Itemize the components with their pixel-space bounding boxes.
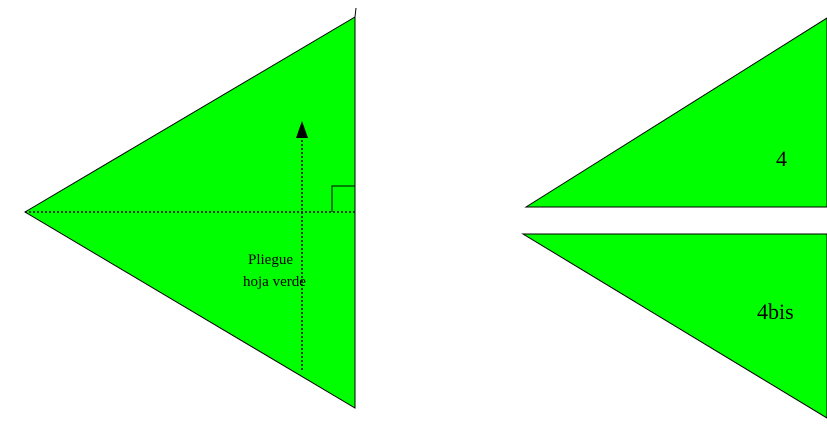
fold-label-line2: hoja verde bbox=[243, 274, 306, 290]
bottom-piece-4bis bbox=[521, 233, 827, 419]
top-piece-label: 4 bbox=[776, 146, 787, 171]
top-piece-4 bbox=[524, 17, 827, 208]
fold-arrow-head bbox=[296, 121, 308, 138]
right-figure: 4 4bis bbox=[521, 17, 827, 419]
left-figure: Pliegue hoja verde bbox=[24, 7, 357, 409]
bottom-piece-label: 4bis bbox=[757, 299, 794, 324]
top-right-edge-tick bbox=[354, 7, 357, 18]
right-angle-marker bbox=[331, 185, 355, 212]
fold-label-line1: Pliegue bbox=[248, 252, 293, 268]
